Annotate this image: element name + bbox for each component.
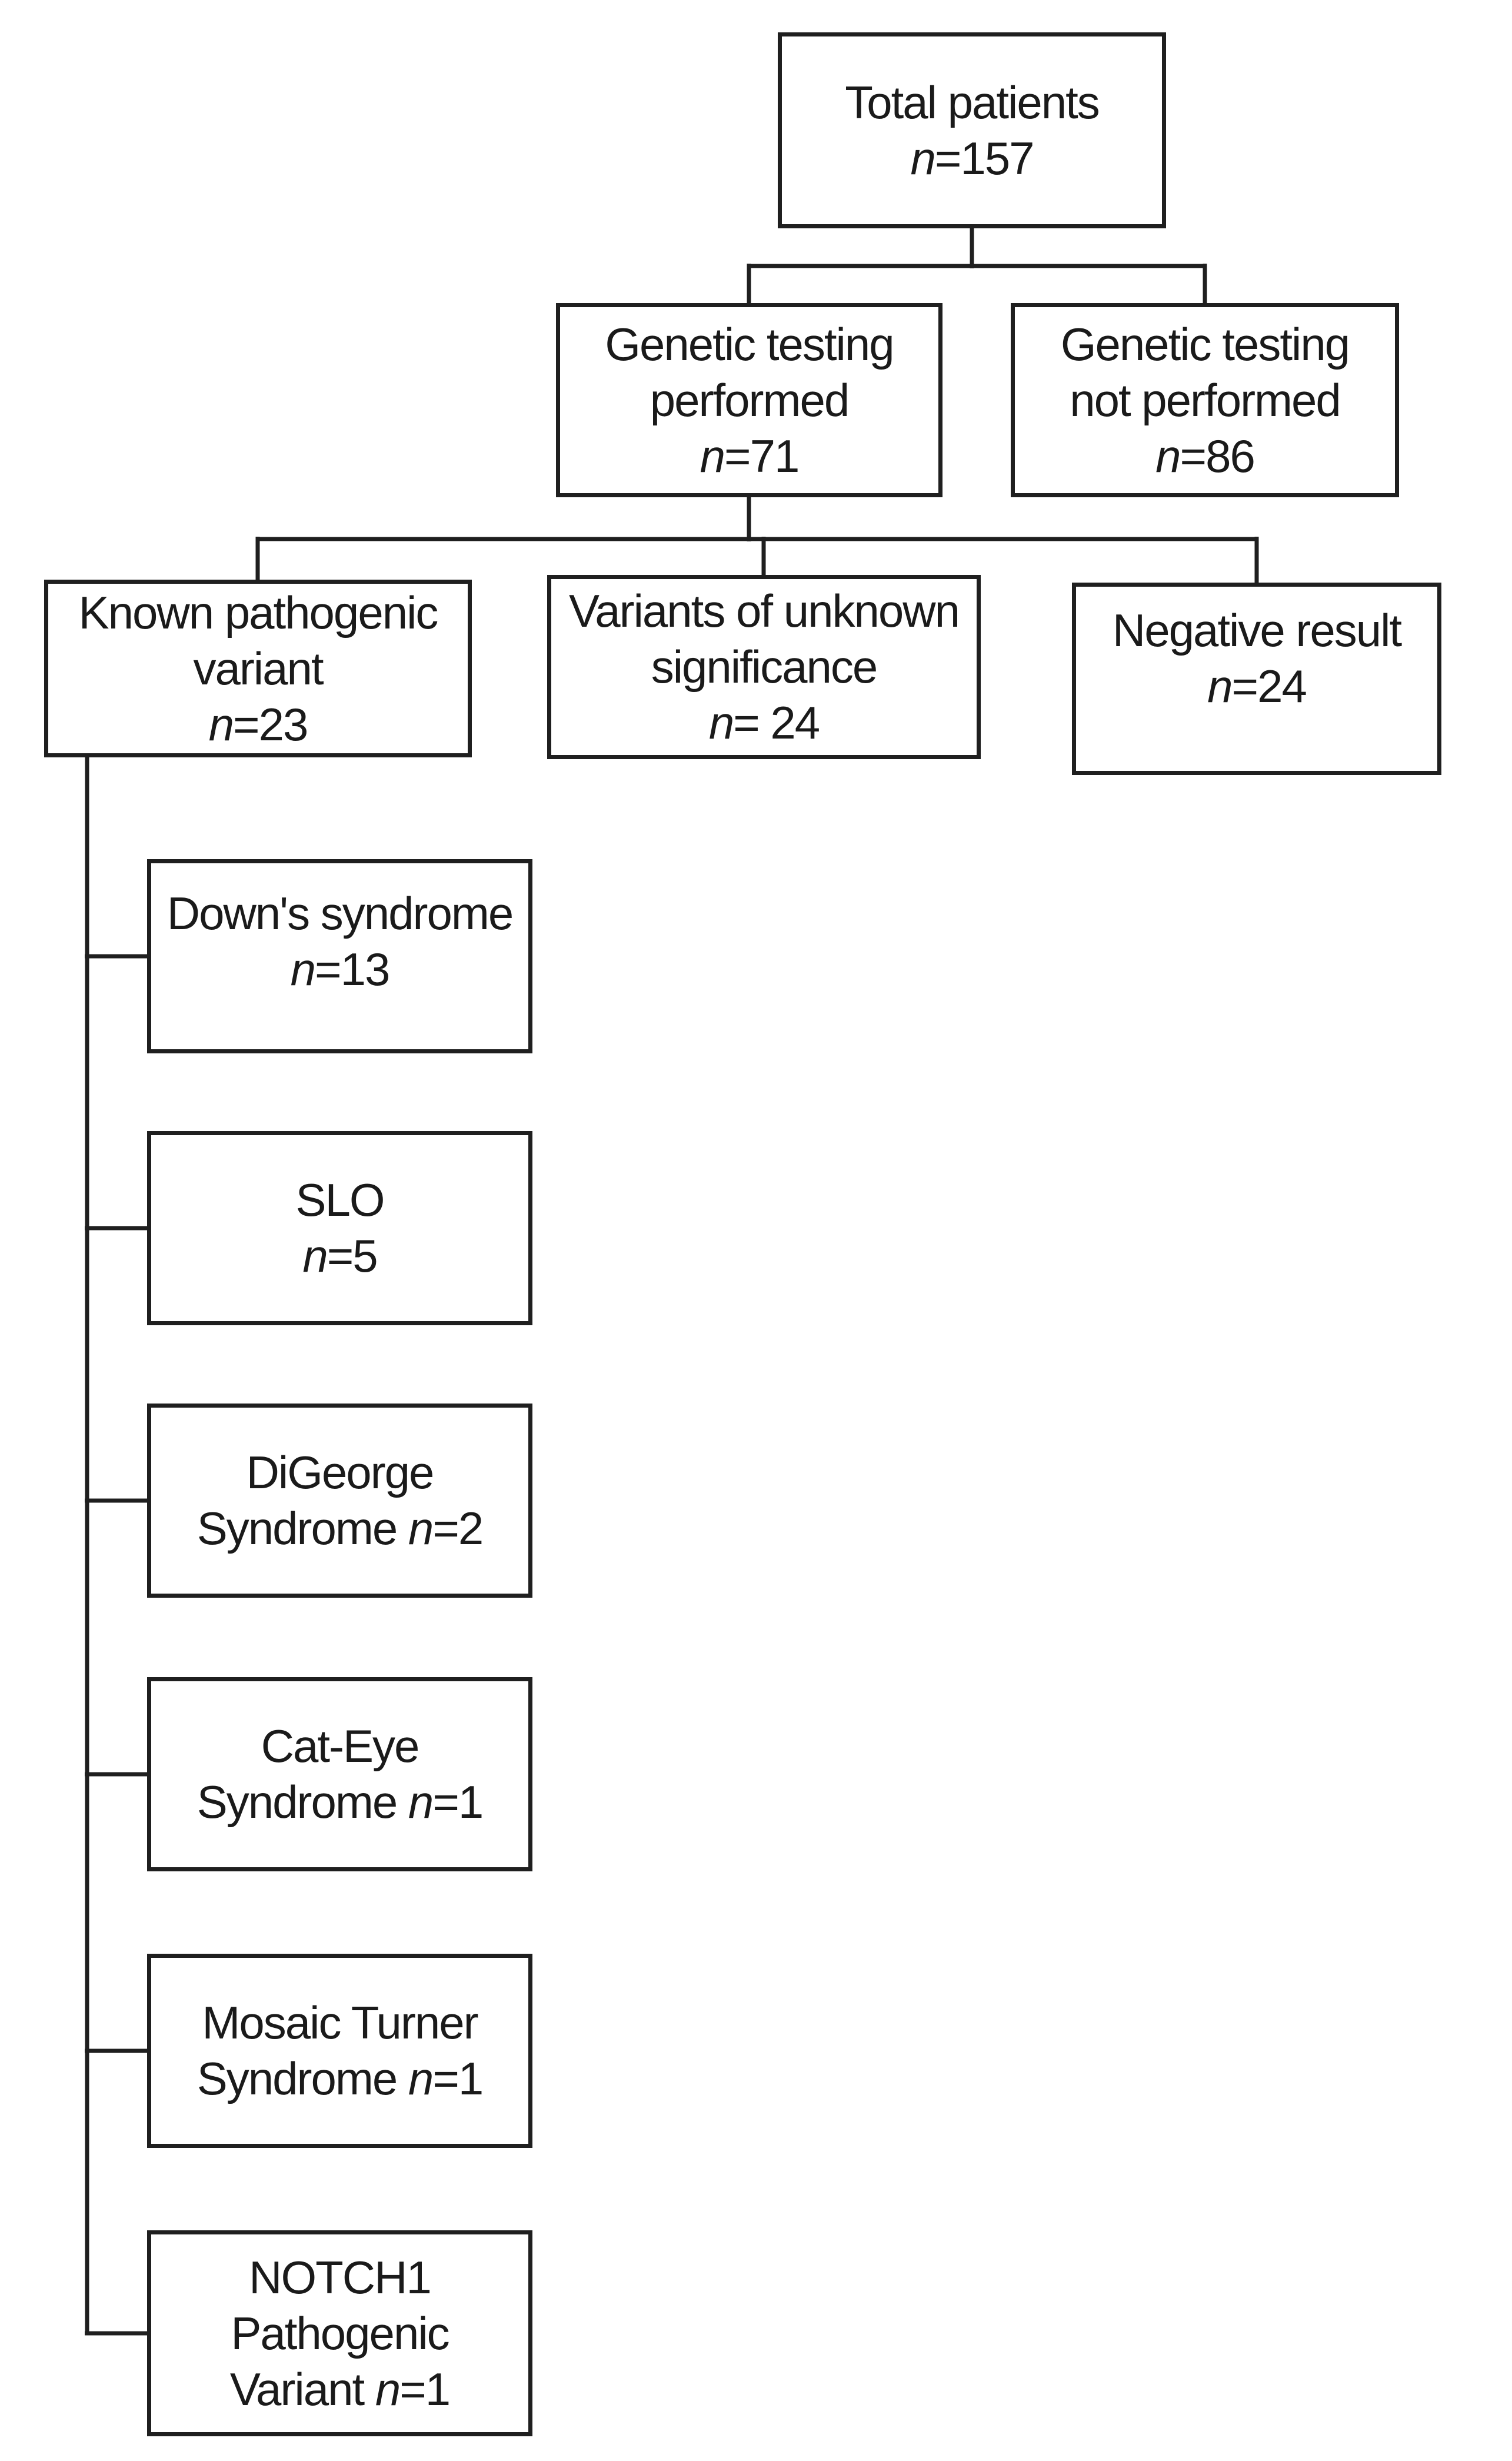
node-text-line: NOTCH1 — [249, 2251, 432, 2303]
node-text-line: SLO — [295, 1174, 385, 1226]
node-text-line: n=157 — [910, 132, 1034, 184]
node-text-line: Negative result — [1112, 604, 1402, 656]
node-text-line: n=13 — [290, 943, 391, 995]
node-text-line: Pathogenic — [231, 2307, 449, 2359]
node-text-line: n=24 — [1207, 660, 1307, 712]
node-text-line: Mosaic Turner — [202, 1997, 478, 2048]
node-text-line: Cat-Eye — [261, 1720, 420, 1772]
node-text-line: n=86 — [1155, 430, 1255, 482]
node-text-line: n=5 — [302, 1230, 378, 1282]
node-text-line: Down's syndrome — [166, 887, 514, 939]
node-text-line: Total patients — [845, 76, 1100, 128]
node-text-line: Syndrome n=1 — [197, 2053, 484, 2104]
node-text-line: Syndrome n=2 — [197, 1502, 484, 1554]
node-text-line: DiGeorge — [246, 1446, 435, 1498]
node-text-line: Syndrome n=1 — [197, 1776, 484, 1828]
node-text-line: not performed — [1070, 374, 1341, 426]
node-text-line: n=23 — [208, 698, 309, 750]
node-text-line: Known pathogenic — [78, 586, 439, 638]
node-text-line: variant — [193, 642, 324, 694]
node-text-line: Genetic testing — [1060, 318, 1350, 370]
node-text-line: Variant n=1 — [229, 2363, 451, 2415]
node-text-line: performed — [650, 374, 850, 426]
node-text-line: Variants of unknown — [569, 585, 960, 637]
node-text-line: n= 24 — [708, 697, 820, 749]
node-text-line: n=71 — [700, 430, 800, 482]
node-text-line: significance — [651, 641, 878, 693]
node-text-line: Genetic testing — [605, 318, 894, 370]
